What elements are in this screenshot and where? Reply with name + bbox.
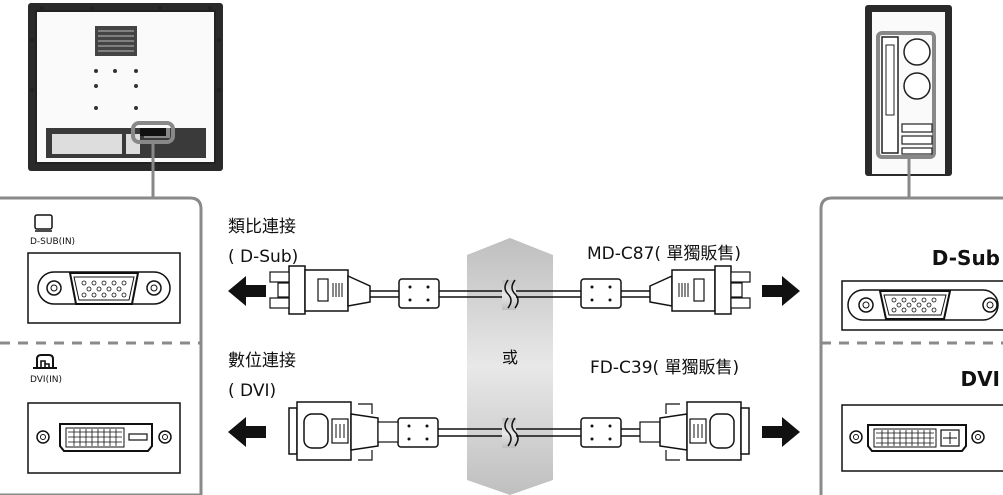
dsub-left-plug xyxy=(269,265,371,315)
analog-subtitle: ( D-Sub) xyxy=(228,247,298,267)
or-label: 或 xyxy=(502,348,518,367)
pc-dsub-port xyxy=(841,280,1003,331)
dvi-left-arrow-icon xyxy=(228,417,266,447)
dsub-monitor-icon xyxy=(34,214,53,232)
dsub-right-plug xyxy=(649,265,751,315)
digital-title: 數位連接 xyxy=(228,351,296,371)
dsub-port-label: D-SUB(IN) xyxy=(30,237,75,247)
monitor-port-panel: D-SUB(IN) DVI(IN) xyxy=(0,196,203,495)
dvi-right-plug xyxy=(639,401,750,461)
dsub-right-arrow-icon xyxy=(762,276,800,306)
pc-port-panel: D-Sub DVI xyxy=(819,196,1003,495)
dvi-port-label: DVI(IN) xyxy=(30,375,62,385)
pc-tower-illustration xyxy=(865,5,952,176)
digital-cable-model: FD-C39( 單獨販售) xyxy=(590,358,739,378)
dvi-right-arrow-icon xyxy=(762,417,800,447)
pc-dsub-label: D-Sub xyxy=(932,246,1000,270)
dvi-port xyxy=(27,402,181,474)
dvi-cable xyxy=(288,401,750,461)
dvi-monitor-icon xyxy=(33,354,57,369)
analog-cable-model: MD-C87( 單獨販售) xyxy=(587,244,741,264)
pc-dvi-label: DVI xyxy=(960,367,1000,391)
digital-subtitle: ( DVI) xyxy=(228,381,276,401)
pc-dvi-port xyxy=(841,404,1003,472)
dsub-left-arrow-icon xyxy=(228,276,266,306)
or-separator-band xyxy=(467,238,553,495)
dsub-port xyxy=(27,252,181,324)
dvi-left-plug xyxy=(288,401,399,461)
dsub-cable xyxy=(269,265,751,315)
analog-title: 類比連接 xyxy=(228,217,296,237)
monitor-back-illustration xyxy=(28,3,223,171)
